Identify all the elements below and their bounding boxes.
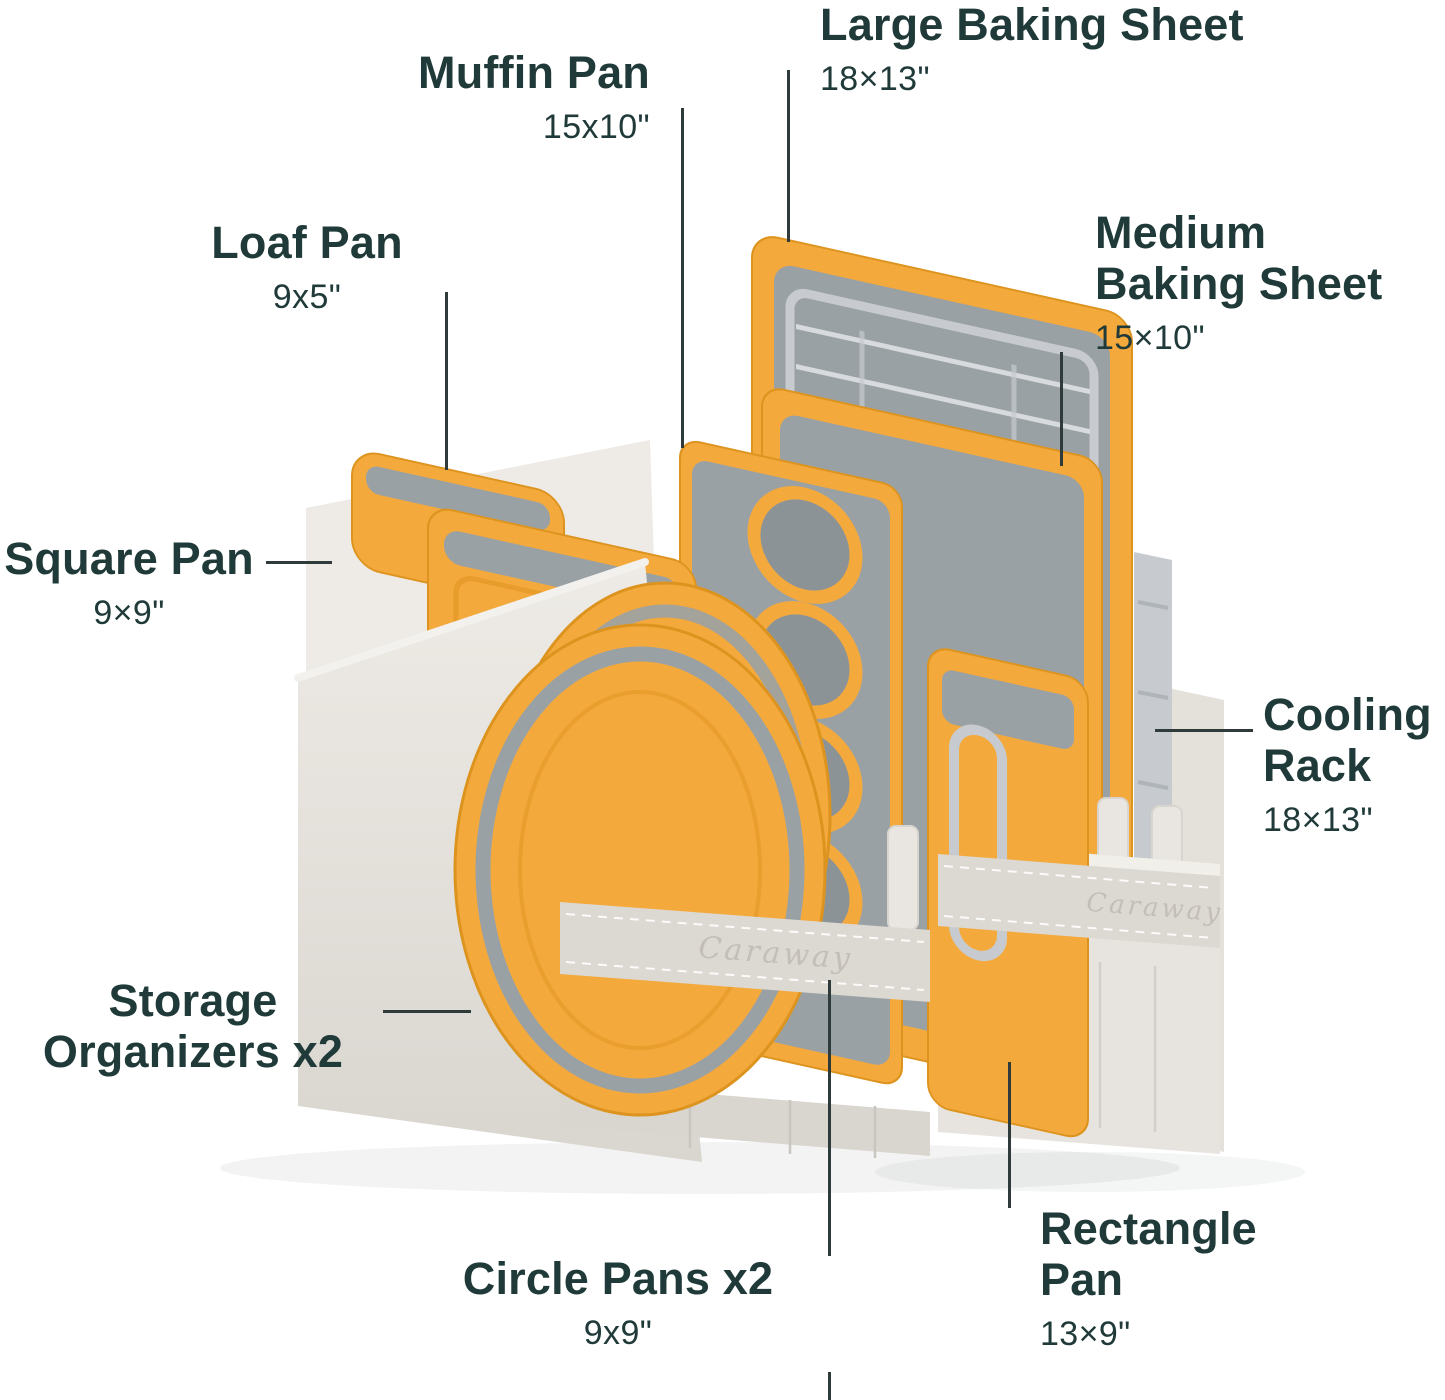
leader-line-large-baking-sheet — [787, 70, 790, 242]
leader-line-rectangle-pan — [1008, 1062, 1011, 1208]
label-cooling-rack: Cooling Rack — [1263, 689, 1432, 791]
storage-organizer-2-strap: Caraway — [938, 854, 1224, 948]
label-storage-organizers: Storage Organizers x2 — [42, 975, 344, 1077]
leader-line-muffin-pan — [681, 108, 684, 448]
size-muffin-pan: 15x10" — [542, 107, 650, 146]
size-square-pan: 9×9" — [93, 593, 165, 632]
callout-loaf-pan: Loaf Pan 9x5" — [198, 217, 416, 317]
size-large-baking-sheet: 18×13" — [820, 59, 930, 98]
storage-organizer-1-strap: Caraway — [560, 902, 930, 1002]
label-muffin-pan: Muffin Pan — [418, 47, 650, 98]
leader-line-circle-pans — [828, 980, 831, 1256]
storage-organizer-1-divider — [887, 825, 919, 931]
size-cooling-rack: 18×13" — [1263, 800, 1373, 839]
label-loaf-pan: Loaf Pan — [211, 217, 403, 268]
callout-storage-organizers: Storage Organizers x2 — [22, 975, 364, 1078]
callout-cooling-rack: Cooling Rack 18×13" — [1263, 689, 1445, 840]
label-medium-baking-sheet: Medium Baking Sheet — [1095, 207, 1383, 309]
leader-line-bottom-edge — [828, 1372, 831, 1400]
callout-rectangle-pan: Rectangle Pan 13×9" — [1040, 1203, 1290, 1354]
label-circle-pans: Circle Pans x2 — [462, 1253, 774, 1304]
floor-shadow — [220, 1142, 1305, 1194]
callout-circle-pans: Circle Pans x2 9x9" — [438, 1253, 798, 1353]
leader-line-loaf-pan — [445, 292, 448, 470]
callout-large-baking-sheet: Large Baking Sheet 18×13" — [820, 0, 1280, 99]
leader-line-medium-baking-sheet — [1060, 352, 1063, 466]
size-rectangle-pan: 13×9" — [1040, 1314, 1131, 1353]
leader-line-cooling-rack — [1155, 729, 1253, 732]
size-circle-pans: 9x9" — [583, 1313, 653, 1352]
label-rectangle-pan: Rectangle Pan — [1040, 1203, 1257, 1305]
callout-medium-baking-sheet: Medium Baking Sheet 15×10" — [1095, 207, 1383, 358]
callout-muffin-pan: Muffin Pan 15x10" — [350, 47, 650, 147]
callout-square-pan: Square Pan 9×9" — [0, 533, 258, 633]
leader-line-square-pan — [266, 561, 332, 564]
rectangle-pan-handle — [949, 724, 1007, 962]
leader-line-storage-organizers — [383, 1010, 471, 1013]
size-medium-baking-sheet: 15×10" — [1095, 318, 1205, 357]
size-loaf-pan: 9x5" — [272, 277, 342, 316]
label-square-pan: Square Pan — [4, 533, 254, 584]
label-large-baking-sheet: Large Baking Sheet — [820, 0, 1244, 50]
